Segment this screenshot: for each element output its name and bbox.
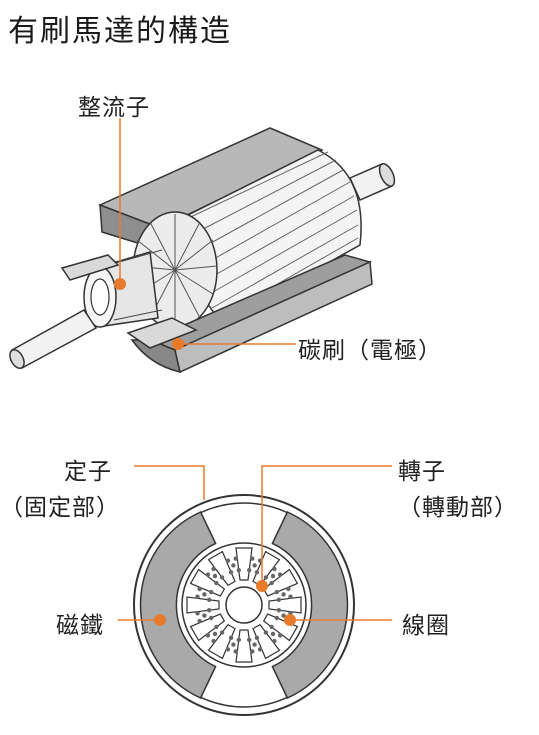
page-title: 有刷馬達的構造: [8, 14, 232, 49]
left-shaft: [9, 309, 98, 370]
magnet-segments: [139, 511, 349, 699]
upper-brush: [60, 254, 120, 281]
rotor-label: 轉子: [398, 459, 446, 485]
brush-label: 碳刷（電極）: [298, 338, 442, 364]
magnet-label: 磁鐵: [56, 613, 104, 639]
right-magnet: [271, 511, 349, 699]
brush-marker: [172, 338, 184, 350]
lower-brush: [126, 317, 198, 349]
commutator-marker: [114, 278, 126, 290]
rotor-marker: [256, 580, 268, 592]
magnet-marker: [154, 614, 166, 626]
rotor-callout-line: [261, 465, 392, 586]
stator-callout-line: [134, 465, 205, 500]
stator-label: 定子: [64, 459, 112, 485]
coil-windings: [195, 556, 293, 654]
shaft-hole: [225, 586, 263, 624]
left-magnet: [139, 511, 217, 699]
stator-sub-label: （固定部）: [0, 495, 120, 521]
commutator: [83, 249, 163, 328]
coil-marker: [284, 614, 296, 626]
rotor-sub-label: （轉動部）: [398, 495, 518, 521]
right-shaft: [349, 163, 396, 201]
cross-section: [133, 494, 355, 716]
commutator-label: 整流子: [78, 95, 150, 121]
coil-label: 線圈: [402, 613, 450, 639]
